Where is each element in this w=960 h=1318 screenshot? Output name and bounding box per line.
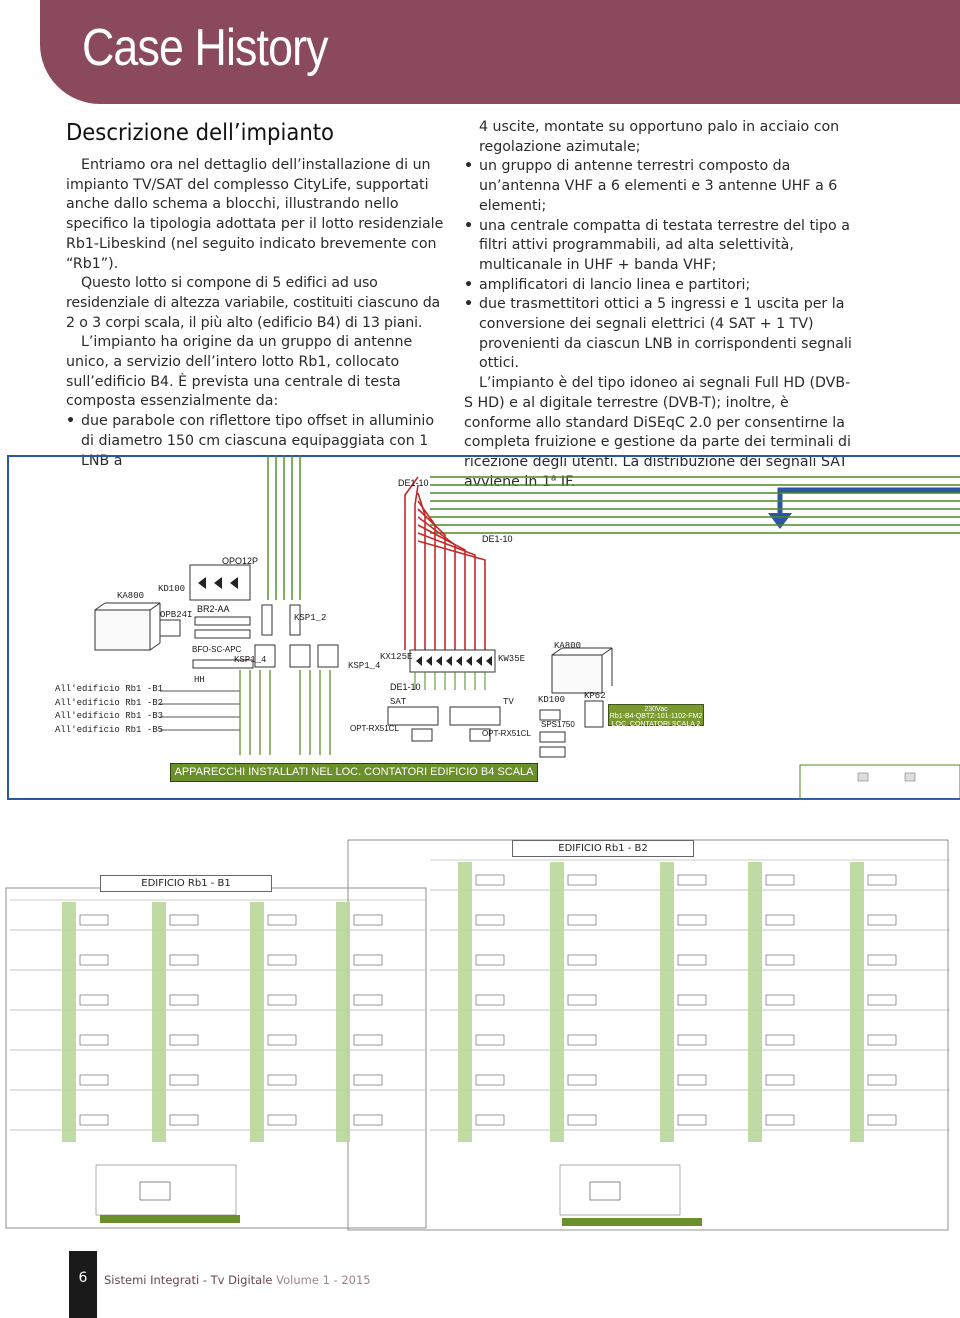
- list-item: due trasmettitori ottici a 5 ingressi e …: [464, 295, 854, 374]
- headend-list-continued: un gruppo di antenne terrestri composto …: [464, 157, 854, 374]
- label-opt-rx-right: OPT-RX51CL: [482, 729, 531, 738]
- label-de110-mid: DE1-10: [482, 534, 513, 544]
- header-band: [40, 0, 960, 104]
- superscript: a: [550, 472, 557, 483]
- headend-schematic-frame: [7, 455, 960, 800]
- label-kp62: KP62: [584, 691, 606, 701]
- headend-schematic-drawing: [94, 455, 960, 800]
- label-sat: SAT: [390, 697, 407, 707]
- footer-page-tab: [69, 1251, 97, 1318]
- paragraph-origin: L’impianto ha origine da un gruppo di an…: [66, 334, 413, 410]
- paragraph-intro: Entriamo ora nel dettaglio dell’installa…: [66, 157, 444, 272]
- list-item: amplificatori di lancio linea e partitor…: [464, 276, 854, 296]
- label-opb24i: OPB24I: [160, 610, 193, 620]
- label-opo12p: OPO12P: [222, 556, 259, 566]
- left-column: Descrizione dell’impianto Entriamo ora n…: [66, 118, 446, 471]
- label-ksp1-4b: KSP1_4: [348, 661, 381, 671]
- label-sps1750: SPS1750: [541, 720, 575, 729]
- list-item-continuation: 4 uscite, montate su opportuno palo in a…: [479, 119, 840, 155]
- label-hh: HH: [194, 675, 205, 685]
- headend-list: due parabole con riflettore tipo offset …: [66, 412, 446, 471]
- label-de110-top: DE1-10: [398, 478, 429, 488]
- list-item: un gruppo di antenne terrestri composto …: [464, 157, 854, 216]
- label-br2aa: BR2-AA: [197, 604, 230, 614]
- page-number: 6: [78, 1270, 88, 1286]
- power-line-2: Rb1-B4-QBTZ-101-1102-FM2: [609, 713, 703, 721]
- building-b1-label: EDIFICIO Rb1 - B1: [100, 875, 272, 892]
- publication-title: Sistemi Integrati - Tv Digitale: [104, 1273, 273, 1287]
- label-ka800-left: KA800: [117, 591, 145, 601]
- power-line-3: LOC. CONTATORI SCALA 2: [611, 720, 701, 728]
- equipment-location-banner: APPARECCHI INSTALLATI NEL LOC. CONTATORI…: [170, 763, 538, 795]
- section-title: Descrizione dell’impianto: [66, 120, 334, 146]
- label-de110-low: DE1-10: [390, 682, 421, 692]
- paragraph-buildings: Questo lotto si compone di 5 edifici ad …: [66, 275, 441, 331]
- building-distribution-drawing: [5, 839, 950, 1231]
- building-link-b3: All'edificio Rb1 -B3: [55, 711, 164, 721]
- list-item: due parabole con riflettore tipo offset …: [66, 412, 446, 471]
- label-opt-rx-left: OPT-RX51CL: [350, 724, 399, 733]
- building-link-b2: All'edificio Rb1 -B2: [55, 698, 164, 708]
- page-title: Case History: [82, 19, 329, 77]
- label-ksp1-4a: KSP1_4: [234, 655, 267, 665]
- right-column: 4 uscite, montate su opportuno palo in a…: [464, 118, 854, 492]
- footer-publication: Sistemi Integrati - Tv Digitale Volume 1…: [104, 1273, 371, 1287]
- power-line-1: 230Vac: [644, 706, 668, 713]
- publication-volume: Volume 1 - 2015: [272, 1273, 371, 1287]
- label-kd100-right: KD100: [538, 695, 566, 705]
- label-kx125e: KX125E: [380, 652, 413, 662]
- building-link-b5: All'edificio Rb1 -B5: [55, 725, 164, 735]
- label-ka800-right: KA800: [554, 641, 582, 651]
- label-bfo-sc-apc: BFO-SC-APC: [192, 645, 242, 654]
- power-supply-box: 230Vac Rb1-B4-QBTZ-101-1102-FM2 LOC. CON…: [608, 704, 704, 728]
- label-tv: TV: [503, 697, 514, 707]
- label-kd100-left: KD100: [158, 584, 186, 594]
- building-link-b1: All'edificio Rb1 -B1: [55, 684, 164, 694]
- building-b2-label: EDIFICIO Rb1 - B2: [512, 840, 694, 857]
- label-ksp1-2: KSP1_2: [294, 613, 327, 623]
- list-item: una centrale compatta di testata terrest…: [464, 217, 854, 276]
- label-kw35e: KW35E: [498, 654, 526, 664]
